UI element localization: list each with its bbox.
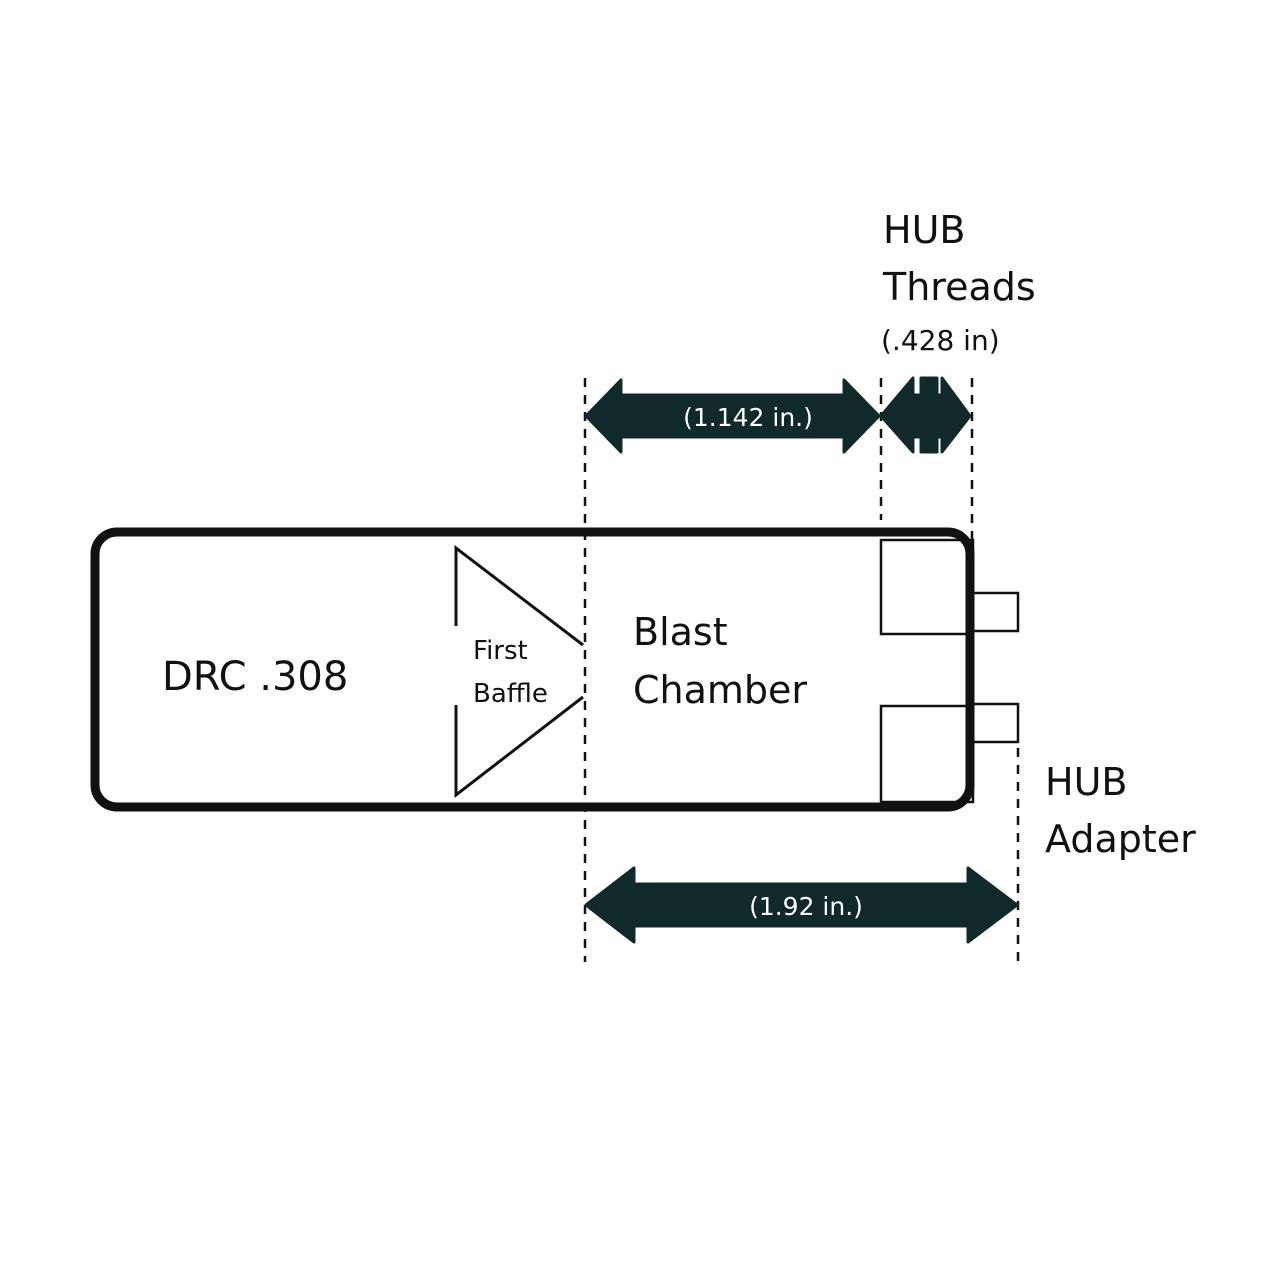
- blast-chamber-dimension-text: (1.142 in.): [683, 403, 813, 432]
- first-baffle-shape: [454, 544, 584, 799]
- reference-lines: [583, 378, 1020, 962]
- suppressor-body: [90, 527, 975, 812]
- hub-adapter-label-line1: HUB: [1045, 760, 1127, 804]
- hub-threads-label-line2: Threads: [882, 265, 1036, 309]
- hub-adapter-label-line2: Adapter: [1045, 817, 1196, 861]
- hub-thread-blocks: [879, 538, 975, 804]
- blast-chamber-label-line1: Blast: [633, 610, 728, 654]
- hub-threads-dimension-label: (.428 in): [881, 324, 1000, 357]
- suppressor-label: DRC .308: [162, 654, 348, 700]
- dimension-arrows: [584, 376, 1019, 944]
- blast-chamber-label-line2: Chamber: [633, 668, 807, 712]
- hub-adapter-shape: [971, 591, 1020, 744]
- first-baffle-label-line1: First: [473, 636, 528, 666]
- first-baffle-label-line2: Baffle: [473, 679, 548, 709]
- hub-threads-label-line1: HUB: [883, 208, 965, 252]
- hub-threads-dimension-arrow: [879, 376, 972, 454]
- overall-dimension-arrow: [584, 866, 1019, 944]
- overall-dimension-text: (1.92 in.): [749, 892, 863, 921]
- blast-chamber-dimension-arrow: [584, 378, 881, 454]
